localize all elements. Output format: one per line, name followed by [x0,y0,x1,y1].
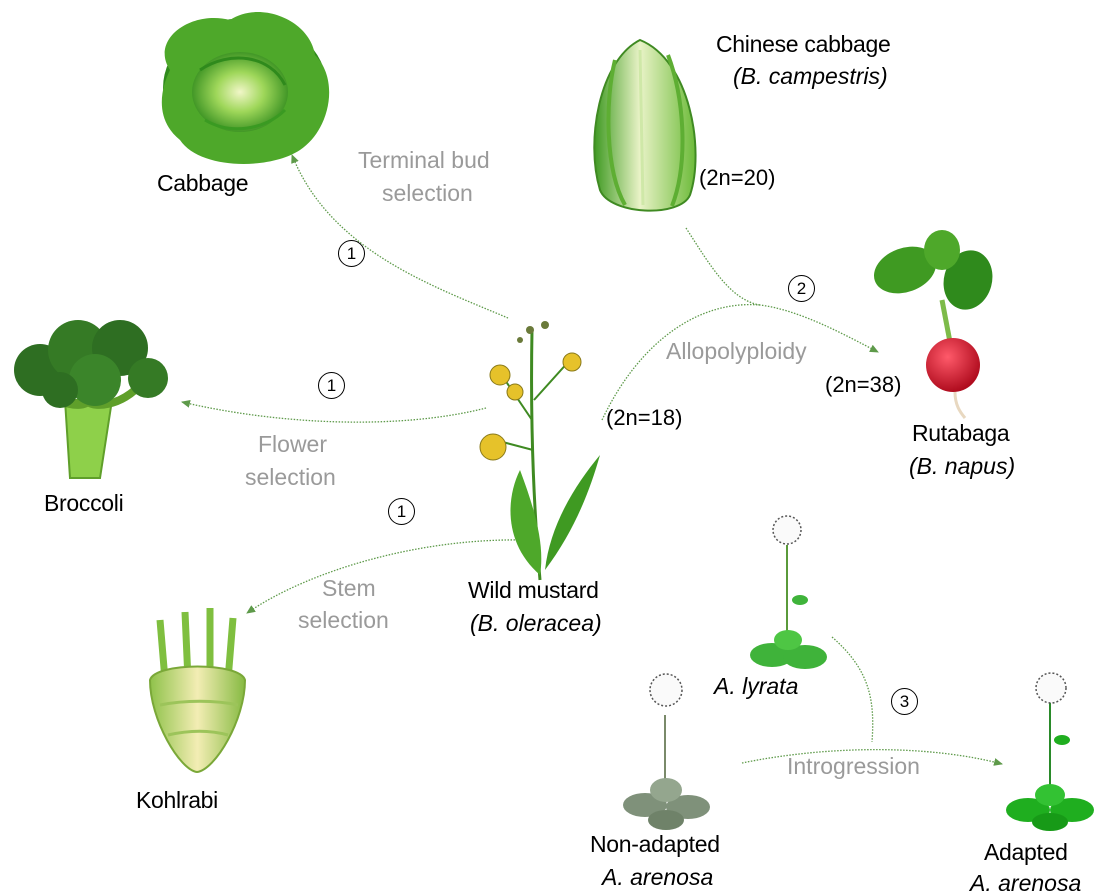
broccoli-illustration [14,320,168,478]
stem-selection-label-line1: Stem [322,575,376,601]
broccoli-label: Broccoli [44,490,123,516]
kohlrabi-label: Kohlrabi [136,787,218,813]
step-marker-1-broccoli: 1 [318,372,345,399]
a-lyrata-label: A. lyrata [714,673,798,699]
kohlrabi-illustration [150,608,245,772]
terminal-bud-label-line1: Terminal bud [358,147,490,173]
wild-mustard-label: Wild mustard [468,577,599,603]
rutabaga-label: Rutabaga [912,420,1009,446]
cabbage-label: Cabbage [157,170,248,196]
arrow-chinese-cabbage [686,228,760,305]
cabbage-illustration [162,12,329,164]
arrows [182,155,1002,764]
non-adapted-label: Non-adapted [590,831,720,857]
step-marker-3: 3 [891,688,918,715]
introgression-label: Introgression [787,753,920,779]
chinese-cabbage-illustration [594,40,695,211]
rutabaga-sci-label: (B. napus) [909,453,1015,479]
flower-selection-label-line1: Flower [258,431,327,457]
chinese-cabbage-ploidy: (2n=20) [699,165,775,190]
wild-mustard-illustration [480,321,600,580]
step-marker-1-cabbage: 1 [338,240,365,267]
terminal-bud-label-line2: selection [382,180,473,206]
step-marker-1-kohlrabi: 1 [388,498,415,525]
step-marker-2: 2 [788,275,815,302]
adapted-illustration [1006,673,1094,831]
stem-selection-label-line2: selection [298,607,389,633]
chinese-cabbage-sci-label: (B. campestris) [733,63,888,89]
non-adapted-sci-label: A. arenosa [602,864,713,890]
a-lyrata-illustration [750,516,827,669]
chinese-cabbage-label: Chinese cabbage [716,31,891,57]
wild-mustard-sci-label: (B. oleracea) [470,610,602,636]
non-adapted-illustration [623,674,710,830]
adapted-sci-label: A. arenosa [970,870,1081,896]
arrow-lyrata [832,637,873,742]
rutabaga-ploidy: (2n=38) [825,372,901,397]
wild-mustard-ploidy: (2n=18) [606,405,682,430]
arrow-broccoli [182,402,486,422]
flower-selection-label-line2: selection [245,464,336,490]
adapted-label: Adapted [984,839,1068,865]
allopolyploidy-label: Allopolyploidy [666,338,807,364]
